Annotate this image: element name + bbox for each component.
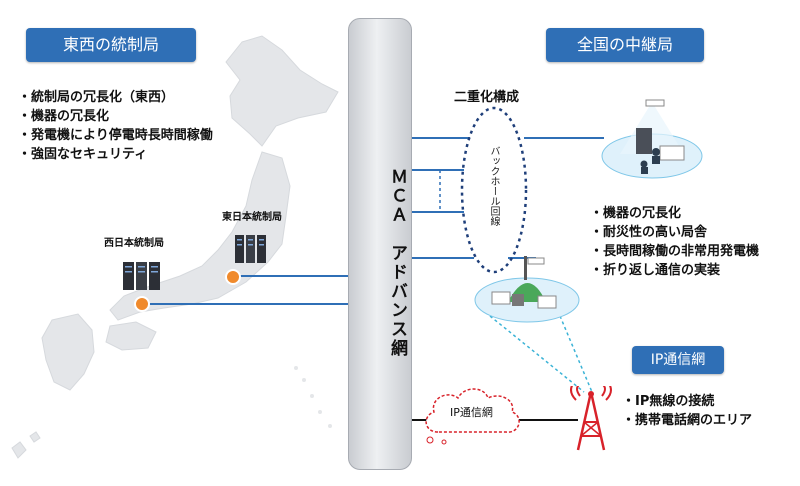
backhaul-label: バックホール回線 [488, 146, 499, 226]
spine-label: ＭＣＡ アドバンス網 [387, 168, 407, 358]
mca-spine [348, 18, 412, 470]
server-rack-icon [123, 262, 160, 290]
west-center-node [134, 296, 150, 312]
west-center-label: 西日本統制局 [104, 238, 164, 249]
right-header: 全国の中継局 [546, 28, 704, 62]
list-item: 強固なセキュリティ [18, 145, 213, 164]
ip-bullets: IP無線の接続 携帯電話網のエリア [622, 392, 752, 430]
cloud-icon [425, 388, 520, 445]
backhaul-ring [460, 106, 528, 274]
antenna-tower-icon [570, 386, 612, 451]
ip-header: IP通信網 [632, 346, 724, 374]
right-bullets: 機器の冗長化 耐災性の高い局舎 長時間稼働の非常用発電機 折り返し通信の実装 [590, 204, 759, 280]
redundancy-label: 二重化構成 [454, 90, 520, 105]
cloud-label: IP通信網 [450, 406, 493, 419]
relay-station-icon [474, 256, 580, 323]
list-item: 耐災性の高い局舎 [590, 223, 759, 242]
east-center-label: 東日本統制局 [222, 212, 282, 223]
list-item: IP無線の接続 [622, 392, 752, 411]
list-item: 機器の冗長化 [590, 204, 759, 223]
list-item: 発電機により停電時長時間稼働 [18, 126, 213, 145]
list-item: 携帯電話網のエリア [622, 411, 752, 430]
list-item: 機器の冗長化 [18, 107, 213, 126]
east-center-node [225, 269, 241, 285]
list-item: 統制局の冗長化（東西） [18, 88, 213, 107]
left-bullets: 統制局の冗長化（東西） 機器の冗長化 発電機により停電時長時間稼働 強固なセキュ… [18, 88, 213, 164]
list-item: 折り返し通信の実装 [590, 261, 759, 280]
list-item: 長時間稼働の非常用発電機 [590, 242, 759, 261]
server-rack-icon [235, 235, 266, 263]
left-header: 東西の統制局 [26, 28, 196, 62]
relay-station-icon [601, 99, 703, 179]
